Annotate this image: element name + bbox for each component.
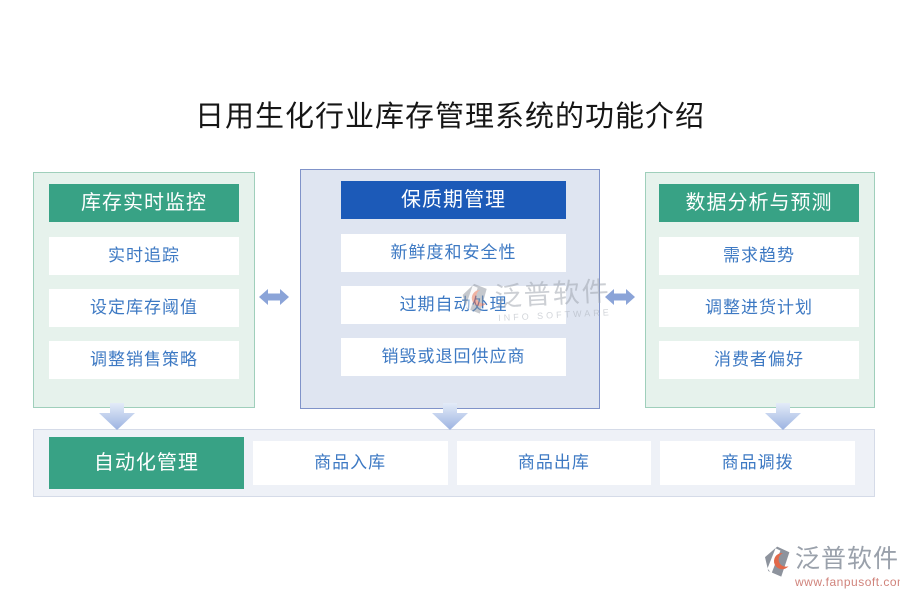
panel-inventory-monitoring: 库存实时监控 实时追踪 设定库存阈值 调整销售策略 — [33, 172, 255, 408]
panel-item-stock-threshold: 设定库存阈值 — [49, 289, 239, 327]
double-arrow-icon — [605, 289, 635, 305]
bottom-primary-automation-management: 自动化管理 — [49, 437, 244, 489]
fanpu-logo-icon — [765, 546, 790, 577]
panel-item-freshness-safety: 新鲜度和安全性 — [341, 234, 566, 272]
bottom-bar-automation: 自动化管理 商品入库 商品出库 商品调拨 — [33, 429, 875, 497]
panel-item-sales-strategy: 调整销售策略 — [49, 341, 239, 379]
down-arrow-icon — [99, 403, 135, 430]
panel-shelf-life-management: 保质期管理 新鲜度和安全性 过期自动处理 销毁或退回供应商 — [300, 169, 600, 409]
watermark-footer-text: 泛普软件 www.fanpusoft.com — [795, 546, 900, 589]
watermark-footer-url: www.fanpusoft.com — [795, 575, 900, 589]
watermark-footer: 泛普软件 www.fanpusoft.com — [765, 546, 900, 589]
panel-header-inventory-monitoring: 库存实时监控 — [49, 184, 239, 222]
watermark-footer-brand: 泛普软件 — [795, 546, 900, 573]
bottom-item-goods-inbound: 商品入库 — [252, 441, 448, 485]
panel-item-realtime-tracking: 实时追踪 — [49, 237, 239, 275]
bottom-item-goods-outbound: 商品出库 — [456, 441, 652, 485]
down-arrow-icon — [432, 403, 468, 430]
down-arrow-icon — [765, 403, 801, 430]
panel-item-purchase-plan: 调整进货计划 — [659, 289, 859, 327]
bottom-item-goods-transfer: 商品调拨 — [660, 441, 855, 485]
panel-data-analysis-forecast: 数据分析与预测 需求趋势 调整进货计划 消费者偏好 — [645, 172, 875, 408]
panel-item-consumer-preference: 消费者偏好 — [659, 341, 859, 379]
panel-item-destroy-or-return: 销毁或退回供应商 — [341, 338, 566, 376]
double-arrow-icon — [259, 289, 289, 305]
panel-item-demand-trend: 需求趋势 — [659, 237, 859, 275]
panel-header-data-analysis: 数据分析与预测 — [659, 184, 859, 222]
panel-item-expiry-auto-handling: 过期自动处理 — [341, 286, 566, 324]
panel-header-shelf-life: 保质期管理 — [341, 181, 566, 219]
diagram-title: 日用生化行业库存管理系统的功能介绍 — [194, 101, 705, 133]
